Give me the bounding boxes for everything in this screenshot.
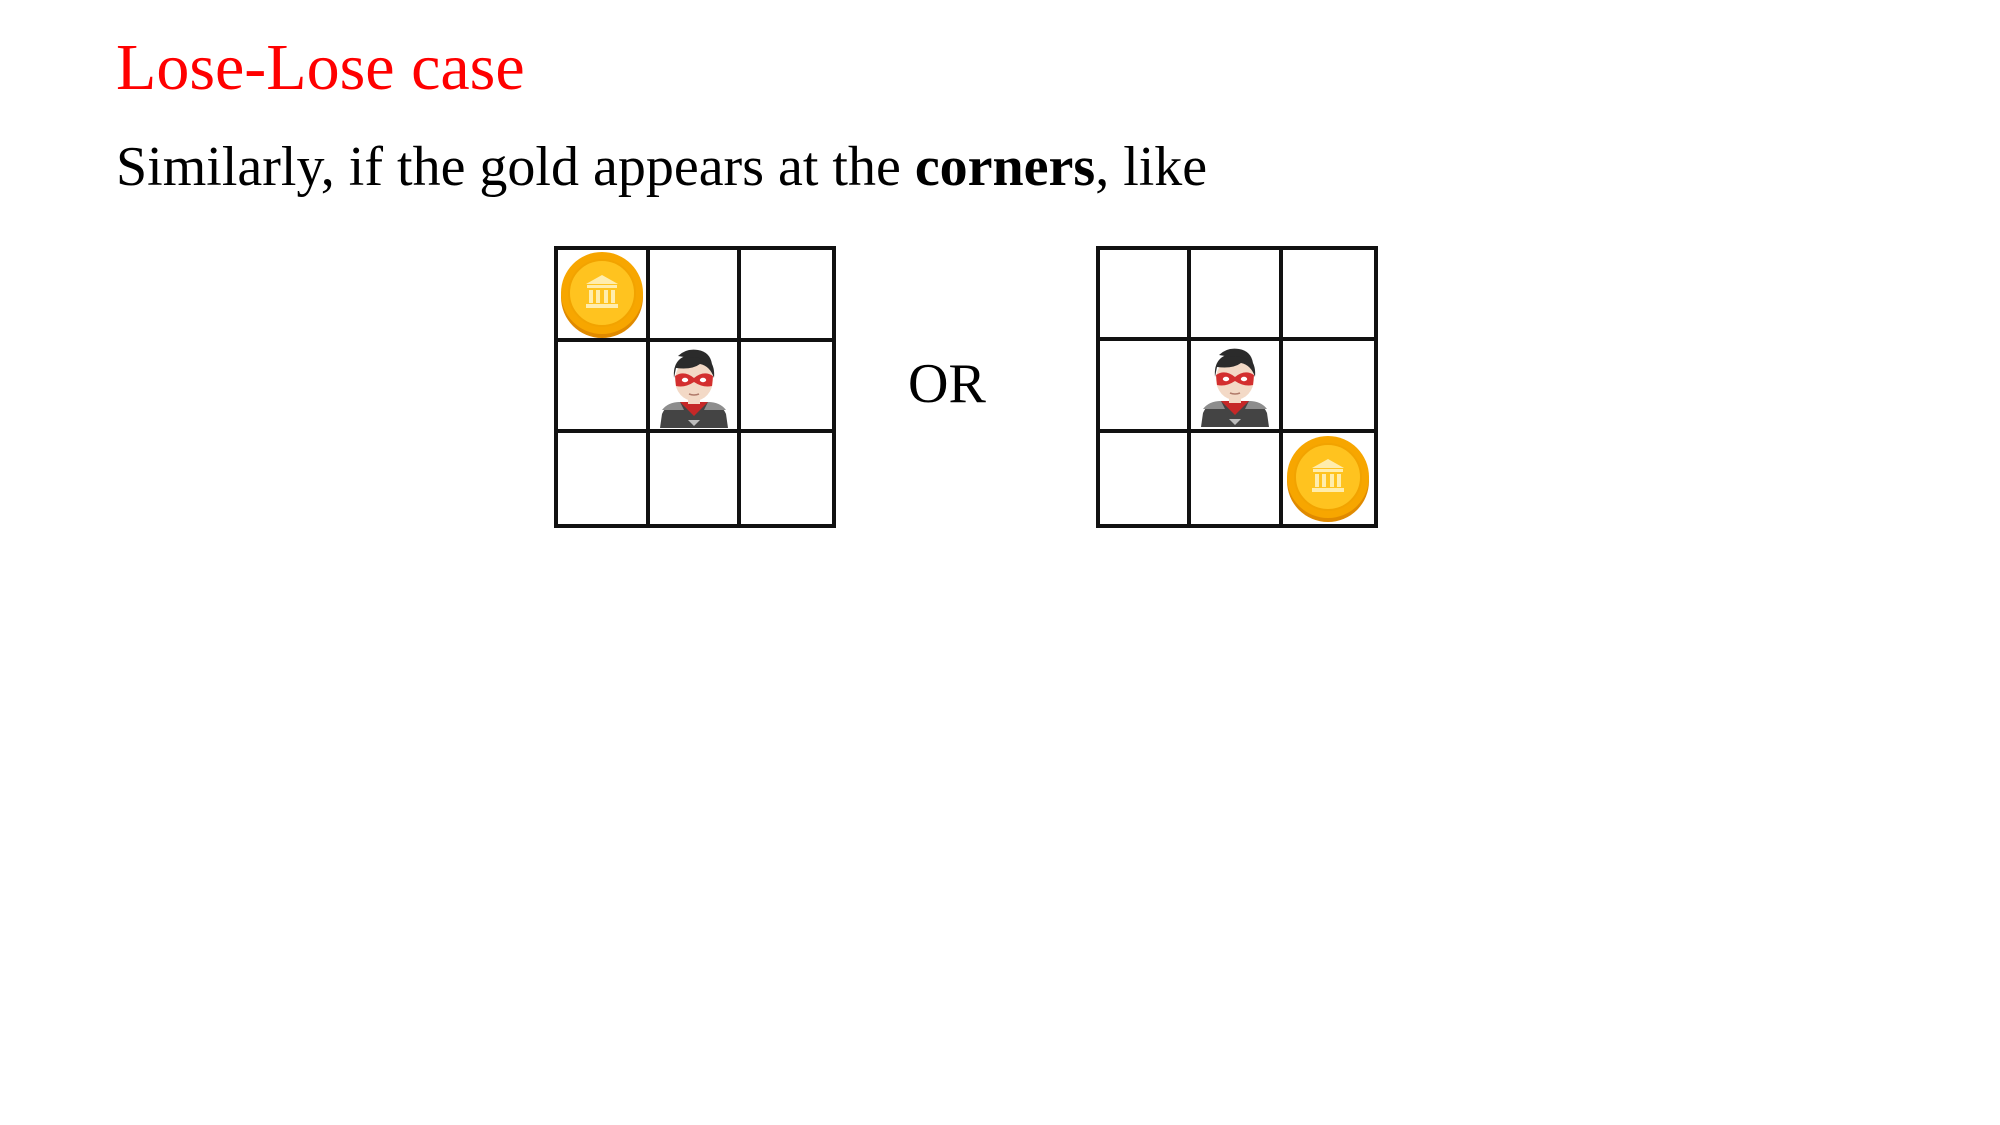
right-board [1096, 246, 1378, 528]
board-cell-bottom-center [650, 433, 741, 524]
body-text-emphasis: corners [914, 136, 1096, 198]
superhero-icon [1195, 343, 1275, 427]
board-cell-center [1191, 341, 1283, 433]
board-cell-middle-right [741, 342, 832, 433]
board-cell-middle-right [1282, 341, 1374, 433]
body-text-start: Similarly, if the gold appears at the [116, 136, 915, 198]
board-cell-middle-left [1100, 341, 1192, 433]
board-cell-bottom-right [1283, 433, 1374, 524]
board-cell-bottom-left [558, 433, 650, 524]
board-cell-top-right [1282, 250, 1374, 342]
board-cell-top-right [741, 250, 832, 342]
board-cell-top-left [1100, 250, 1192, 342]
board-cell-top-center [650, 250, 741, 342]
board-cell-bottom-center [1191, 432, 1283, 524]
board-cell-top-center [1191, 250, 1283, 342]
superhero-icon [654, 344, 734, 428]
gold-coin-icon [558, 250, 646, 338]
or-connector: OR [908, 353, 986, 415]
slide-title: Lose-Lose case [116, 31, 525, 104]
board-cell-bottom-left [1100, 432, 1192, 524]
body-text-end: , like [1095, 136, 1208, 198]
board-cell-top-left [558, 250, 650, 342]
board-cell-middle-left [558, 342, 650, 433]
left-board [554, 246, 836, 528]
board-cell-bottom-right [741, 433, 832, 524]
slide-body-text: Similarly, if the gold appears at the co… [116, 134, 1207, 201]
board-cell-center [650, 342, 741, 433]
gold-coin-icon [1284, 434, 1372, 523]
